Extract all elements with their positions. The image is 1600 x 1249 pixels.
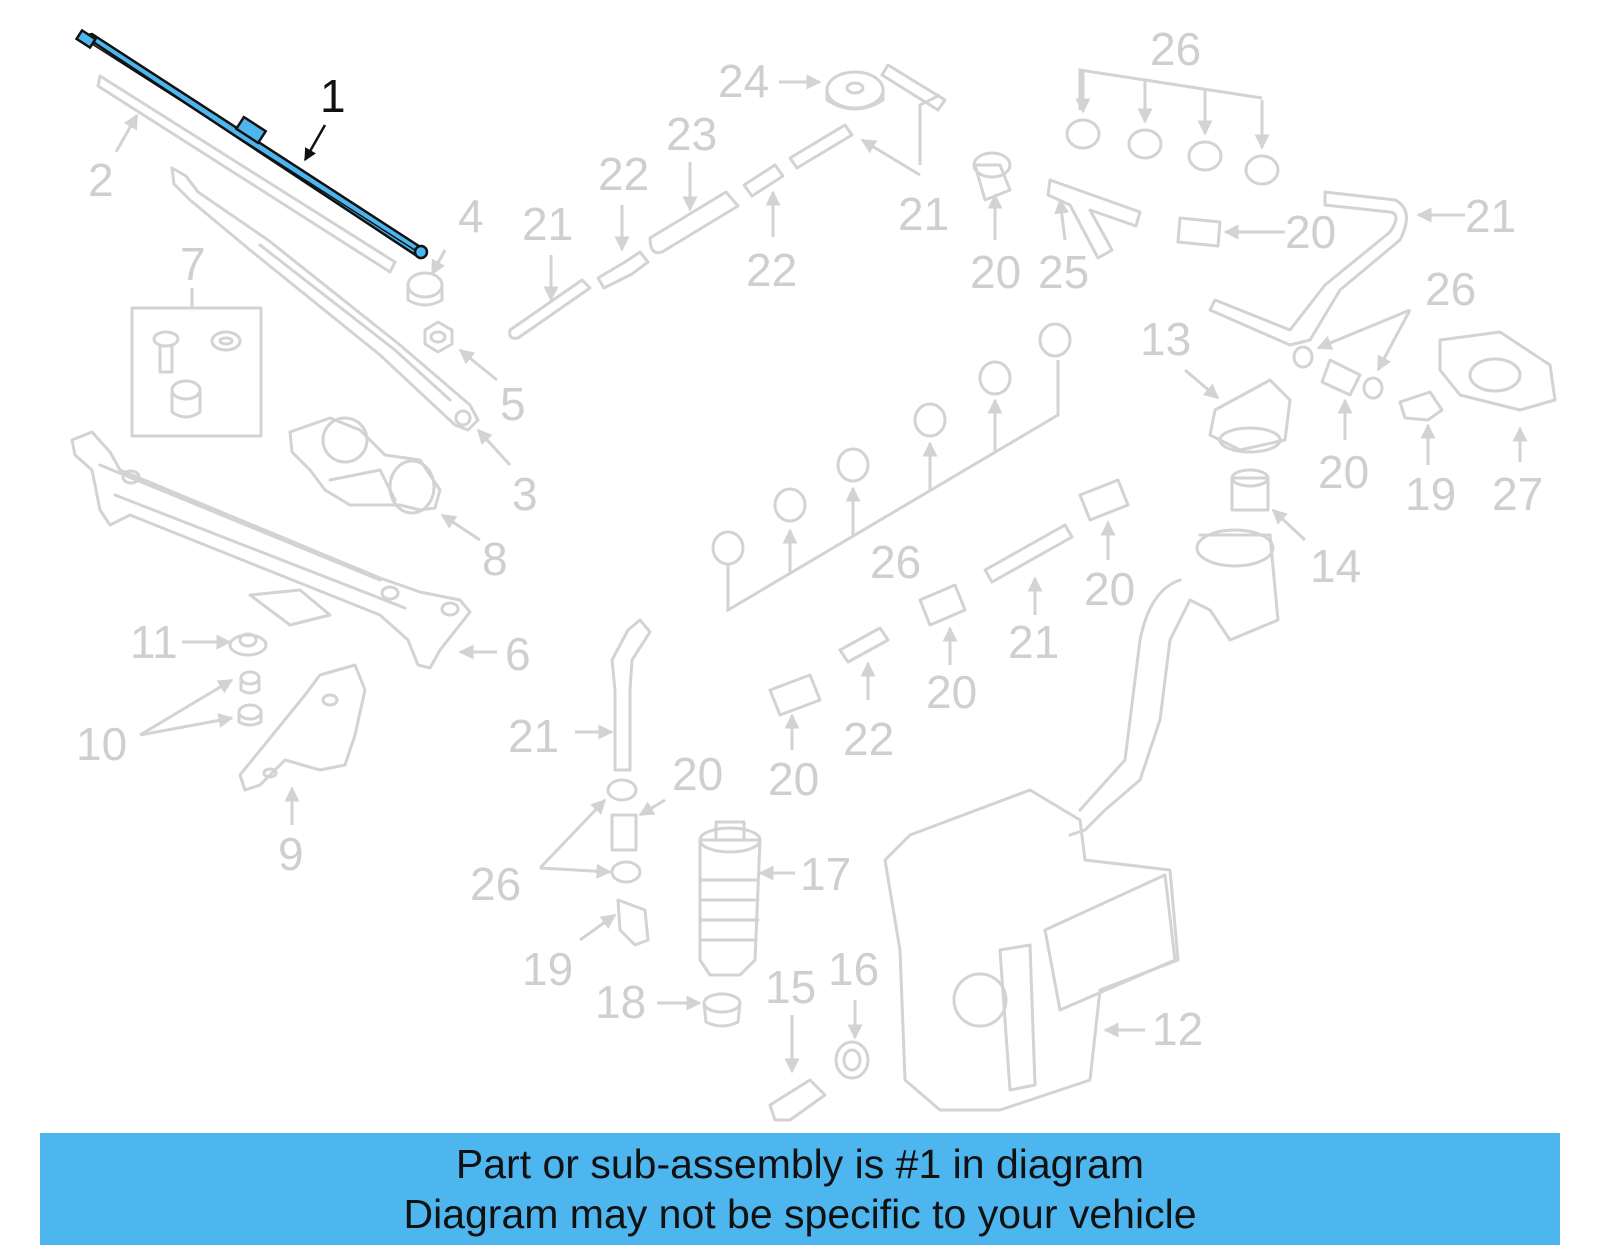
callout-labels: 1 2 3 4 5 6 7 8 9 10 11 12 13 14 15 16 1… <box>76 23 1543 1055</box>
clips-part-26-middle[interactable] <box>711 322 1072 613</box>
hose-part-21-mid[interactable] <box>983 523 1074 584</box>
callout-8[interactable]: 8 <box>482 533 508 585</box>
callout-26-middle[interactable]: 26 <box>870 536 921 588</box>
connector-part-19-left[interactable] <box>616 898 650 947</box>
banner-line-2: Diagram may not be specific to your vehi… <box>403 1191 1197 1237</box>
info-banner: Part or sub-assembly is #1 in diagram Di… <box>40 1133 1560 1245</box>
callout-20-b[interactable]: 20 <box>1285 206 1336 258</box>
connector-part-19-right[interactable] <box>1398 390 1444 422</box>
callout-11[interactable]: 11 <box>130 616 178 668</box>
leader-lines <box>114 68 1528 1074</box>
banner-line-1: Part or sub-assembly is #1 in diagram <box>455 1141 1145 1187</box>
callout-20-f[interactable]: 20 <box>768 753 819 805</box>
callout-21-b[interactable]: 21 <box>898 188 949 240</box>
hose-part-20-c[interactable] <box>1320 358 1362 397</box>
callout-9[interactable]: 9 <box>278 828 304 880</box>
cap-part-4[interactable] <box>406 271 444 307</box>
wiper-arm-part-3[interactable] <box>170 166 480 432</box>
hose-part-21-b[interactable] <box>788 123 854 170</box>
filler-neck-part-14[interactable] <box>1230 468 1270 512</box>
hose-part-20-a[interactable] <box>972 151 1012 202</box>
callout-26-left[interactable]: 26 <box>470 858 521 910</box>
callout-20-g[interactable]: 20 <box>672 748 723 800</box>
callout-26-top[interactable]: 26 <box>1150 23 1201 75</box>
callout-10[interactable]: 10 <box>76 718 127 770</box>
callout-19-right[interactable]: 19 <box>1405 468 1456 520</box>
callout-20-c[interactable]: 20 <box>1318 446 1369 498</box>
wiper-refill-part-2[interactable] <box>96 74 397 274</box>
seal-part-16[interactable] <box>834 1040 870 1080</box>
sensor-part-15[interactable] <box>768 1078 827 1122</box>
callout-18[interactable]: 18 <box>595 976 646 1028</box>
connector-part-22-mid[interactable] <box>838 626 890 664</box>
grommet-part-18[interactable] <box>702 992 742 1028</box>
callout-21-e[interactable]: 21 <box>508 710 559 762</box>
hose-part-20-left[interactable] <box>610 813 638 852</box>
callout-1[interactable]: 1 <box>320 70 346 122</box>
callout-5[interactable]: 5 <box>500 378 526 430</box>
callout-7[interactable]: 7 <box>180 238 206 290</box>
nozzle-part-27[interactable] <box>1438 330 1557 412</box>
callout-3[interactable]: 3 <box>512 468 538 520</box>
callout-22-c[interactable]: 22 <box>843 713 894 765</box>
hose-part-21-right[interactable] <box>1208 190 1408 347</box>
hose-part-21-upper[interactable] <box>508 278 592 340</box>
callout-22-a[interactable]: 22 <box>598 148 649 200</box>
nut-part-11[interactable] <box>228 632 268 657</box>
callout-6[interactable]: 6 <box>505 628 531 680</box>
callout-23[interactable]: 23 <box>666 108 717 160</box>
grommet-part-24[interactable] <box>825 70 885 111</box>
callout-21-d[interactable]: 21 <box>1008 616 1059 668</box>
hose-part-21-c[interactable] <box>880 63 947 112</box>
bushing-part-10[interactable] <box>237 670 263 727</box>
tee-connector-part-25[interactable] <box>1046 178 1142 260</box>
cap-part-13[interactable] <box>1208 378 1292 454</box>
callout-27[interactable]: 27 <box>1492 468 1543 520</box>
hardware-kit-part-7[interactable] <box>130 290 263 438</box>
wiper-motor-part-8[interactable] <box>288 416 442 515</box>
washer-reservoir-part-12[interactable] <box>883 528 1280 1112</box>
bracket-part-9[interactable] <box>238 663 367 792</box>
clamps-part-26-top[interactable] <box>1065 118 1280 186</box>
hose-part-23[interactable] <box>648 190 740 255</box>
connector-part-22-upper[interactable] <box>596 250 650 290</box>
nut-part-5[interactable] <box>423 320 454 354</box>
callout-19-left[interactable]: 19 <box>522 943 573 995</box>
hose-part-20-mid[interactable] <box>768 478 1130 717</box>
callout-2[interactable]: 2 <box>88 154 114 206</box>
callout-25[interactable]: 25 <box>1038 246 1089 298</box>
callout-13[interactable]: 13 <box>1140 313 1191 365</box>
callout-20-d[interactable]: 20 <box>1084 563 1135 615</box>
hose-part-21-left[interactable] <box>610 618 652 772</box>
callout-16[interactable]: 16 <box>828 943 879 995</box>
connector-part-22-b[interactable] <box>742 163 785 198</box>
callout-21-a[interactable]: 21 <box>522 198 573 250</box>
callout-15[interactable]: 15 <box>765 961 816 1013</box>
clamp-part-26-c[interactable] <box>1292 345 1384 400</box>
callout-12[interactable]: 12 <box>1152 1003 1203 1055</box>
callout-21-c[interactable]: 21 <box>1465 190 1516 242</box>
callout-24[interactable]: 24 <box>718 55 769 107</box>
callout-20-a[interactable]: 20 <box>970 246 1021 298</box>
hose-part-20-b[interactable] <box>1176 216 1222 248</box>
washer-pump-part-17[interactable] <box>698 820 762 977</box>
callout-20-e[interactable]: 20 <box>926 666 977 718</box>
callout-4[interactable]: 4 <box>458 190 484 242</box>
callout-17[interactable]: 17 <box>800 848 851 900</box>
leader-line-part-1 <box>303 124 327 162</box>
clamp-part-26-left[interactable] <box>606 778 642 884</box>
callout-26-right[interactable]: 26 <box>1425 263 1476 315</box>
callout-22-b[interactable]: 22 <box>746 244 797 296</box>
callout-14[interactable]: 14 <box>1310 540 1361 592</box>
wiper-linkage-part-6[interactable] <box>70 430 472 670</box>
wiper-blade-part-1[interactable] <box>74 28 429 260</box>
